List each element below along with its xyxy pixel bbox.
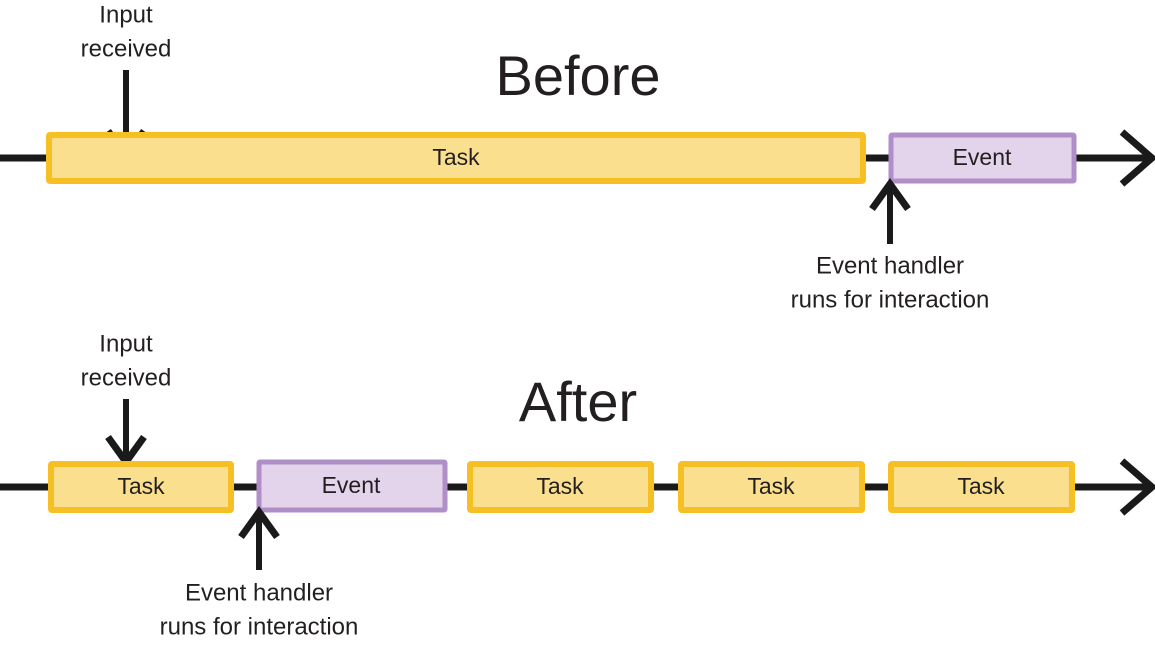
before-event-handler-label-line2: runs for interaction [791,286,990,313]
after-task-box-2[interactable] [467,461,654,513]
after-title: After [519,370,637,433]
after-event-block[interactable]: Event [256,459,448,513]
after-task-block-1[interactable]: Task [48,461,234,513]
before-event-label: Event [953,144,1012,170]
before-title: Before [496,44,661,107]
after-event-label: Event [322,472,381,498]
after-event-handler-label-line2: runs for interaction [160,613,359,640]
after-task-block-3[interactable]: Task [678,461,865,513]
before-section: Before Input received Task [0,1,1155,313]
after-task-box-4[interactable] [888,461,1075,513]
before-task-box[interactable] [46,132,866,184]
after-timeline-arrowhead-icon [1119,458,1155,516]
before-event-box[interactable] [888,132,1077,184]
before-event-block[interactable]: Event [888,132,1077,184]
after-task-block-4[interactable]: Task [888,461,1075,513]
after-section: After Input received Task [0,330,1155,640]
before-timeline-arrowhead-icon [1119,129,1155,187]
after-task-box-1[interactable] [48,461,234,513]
after-input-received-label-line1: Input [99,330,153,357]
after-task-box-3[interactable] [678,461,865,513]
after-task-label-3: Task [747,473,795,499]
before-event-handler-arrow-icon [869,178,911,244]
after-task-label-4: Task [957,473,1005,499]
before-input-received-label-line2: received [81,35,172,62]
after-event-handler-arrow-icon [238,506,280,570]
before-task-label: Task [432,144,480,170]
after-task-label-1: Task [117,473,165,499]
before-input-received-label-line1: Input [99,1,153,28]
after-input-received-arrow-icon [105,399,147,468]
after-task-block-2[interactable]: Task [467,461,654,513]
before-event-handler-label-line1: Event handler [816,252,964,279]
after-event-box[interactable] [256,459,448,513]
after-event-handler-label-line1: Event handler [185,579,333,606]
after-task-label-2: Task [536,473,584,499]
after-input-received-label-line2: received [81,364,172,391]
before-task-block[interactable]: Task [46,132,866,184]
